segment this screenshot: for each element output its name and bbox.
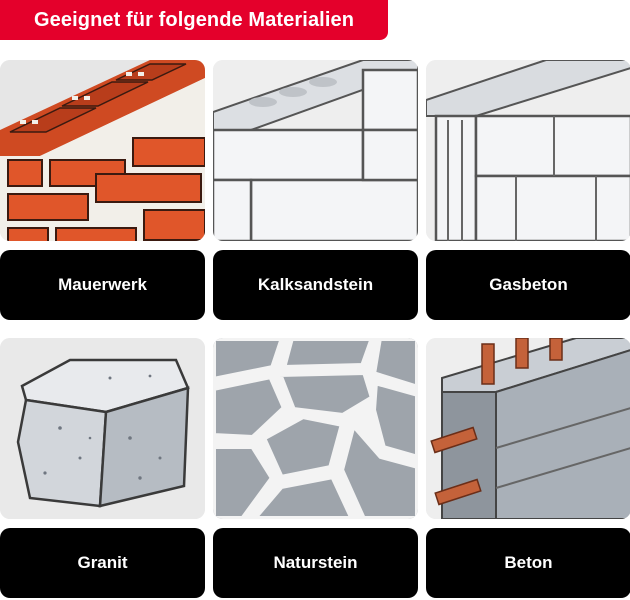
- material-label: Mauerwerk: [0, 250, 205, 320]
- sand-lime-brick-wall-icon: [213, 60, 418, 241]
- material-label: Beton: [426, 528, 630, 598]
- granite-block-icon: [0, 338, 205, 519]
- material-label: Kalksandstein: [213, 250, 418, 320]
- material-label: Gasbeton: [426, 250, 630, 320]
- material-label: Granit: [0, 528, 205, 598]
- natural-stone-paving-icon: [213, 338, 418, 519]
- material-label: Naturstein: [213, 528, 418, 598]
- red-brick-wall-icon: [0, 60, 205, 241]
- aerated-concrete-wall-icon: [426, 60, 630, 241]
- header-banner: Geeignet für folgende Materialien: [0, 0, 388, 40]
- header-title: Geeignet für folgende Materialien: [34, 8, 355, 31]
- reinforced-concrete-icon: [426, 338, 630, 519]
